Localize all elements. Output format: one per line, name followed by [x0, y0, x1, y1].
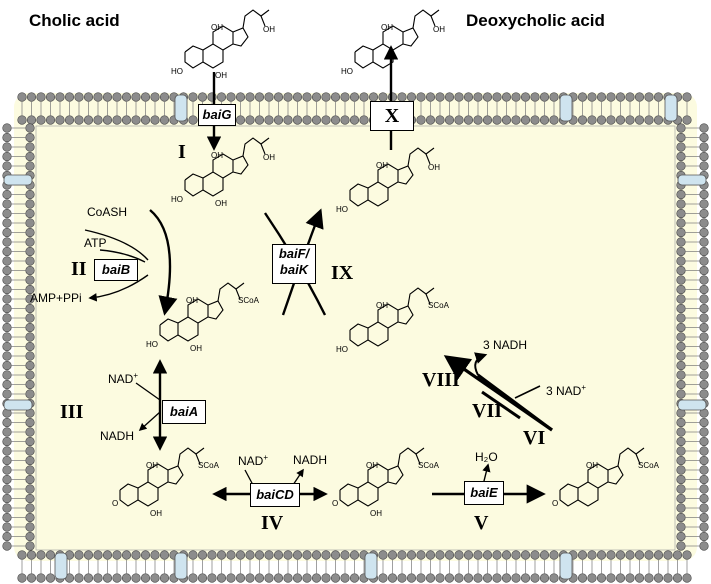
- step-vii-label: VII: [472, 400, 503, 422]
- three-nadh-label: 3 NADH: [483, 338, 528, 352]
- ii-scoa-label: SCoA: [238, 296, 260, 305]
- baiB-box: baiB: [94, 259, 138, 281]
- v-keto: O: [552, 499, 558, 508]
- iii-oh7: OH: [150, 509, 162, 518]
- step-iii-label: III: [60, 401, 84, 423]
- nad-cd-sup: +: [263, 453, 269, 462]
- h2o-label: H₂O: [475, 450, 498, 464]
- in-dca-oh12: OH: [376, 161, 388, 170]
- cell-membrane: [2, 92, 709, 583]
- amp-ppi-label: AMP+PPi: [30, 291, 82, 305]
- nadh-a-line: [138, 411, 161, 432]
- v-scoa-label: SCoA: [638, 461, 660, 470]
- step-ii-arrow: [149, 209, 178, 316]
- i-oh7: OH: [215, 199, 227, 208]
- iii-scoa-label: SCoA: [198, 461, 220, 470]
- nadh-cd-line: [292, 468, 304, 486]
- nad-a-label: NAD+: [108, 371, 138, 386]
- dca-scoa-label: SCoA: [428, 301, 450, 310]
- ii-oh7: OH: [190, 344, 202, 353]
- x-transporter-box: X: [370, 101, 414, 131]
- ii-ho3: HO: [146, 340, 158, 349]
- nadh-cd-label: NADH: [293, 453, 328, 467]
- step-ix-label: IX: [331, 262, 354, 284]
- dca-cooh-label: OH: [433, 25, 445, 34]
- nad-a-line: [135, 382, 161, 401]
- baiE-box: baiE: [464, 481, 504, 505]
- dcacoa-oh12: OH: [376, 301, 388, 310]
- dcacoa-ho3: HO: [336, 345, 348, 354]
- iv-oh12: OH: [366, 461, 378, 470]
- nadh-a-label: NADH: [100, 429, 135, 443]
- i-oh12: OH: [211, 151, 223, 160]
- nad-a-text: NAD: [108, 372, 134, 386]
- coash-label: CoASH: [87, 205, 128, 219]
- baiA-box: baiA: [162, 400, 206, 424]
- three-nad-label: 3 NAD+: [546, 383, 586, 398]
- step-i-label: I: [178, 141, 186, 163]
- i-cooh-label: OH: [263, 153, 275, 162]
- reaction-arrows: [84, 45, 553, 504]
- baiG-box: baiG: [198, 104, 236, 126]
- cholic-ho3: HO: [171, 67, 183, 76]
- i-ho3: HO: [171, 195, 183, 204]
- iv-keto: O: [332, 499, 338, 508]
- iii-oh12: OH: [146, 461, 158, 470]
- iii-keto: O: [112, 499, 118, 508]
- step-vi-line: [477, 373, 553, 432]
- step-viii-label: VIII: [422, 369, 460, 391]
- step-vii-segment: [481, 390, 521, 420]
- step-vi-label: VI: [523, 427, 546, 449]
- iv-scoa-label: SCoA: [418, 461, 440, 470]
- nad-cd-label: NAD+: [238, 453, 268, 468]
- nad-cd-text: NAD: [238, 454, 264, 468]
- cholic-oh7: OH: [215, 71, 227, 80]
- cholic-oh12: OH: [211, 23, 223, 32]
- three-nad-sup: +: [581, 383, 587, 392]
- v-oh12: OH: [586, 461, 598, 470]
- baiF-label: baiF/: [278, 246, 310, 261]
- three-nad-text: 3 NAD: [546, 384, 582, 398]
- ampppi-arrow: [88, 274, 149, 302]
- dca-ho3: HO: [341, 67, 353, 76]
- nad-three-arrow: [514, 385, 541, 399]
- iv-oh7: OH: [370, 509, 382, 518]
- in-dca-ho3: HO: [336, 205, 348, 214]
- cholic-acid-label: Cholic acid: [29, 11, 120, 30]
- step-iv-label: IV: [261, 512, 284, 534]
- atp-arrow: [99, 249, 146, 263]
- in-dca-cooh: OH: [428, 163, 440, 172]
- dca-oh12: OH: [381, 23, 393, 32]
- atp-label: ATP: [84, 236, 107, 250]
- step-ii-label: II: [71, 258, 87, 280]
- nad-a-sup: +: [133, 371, 139, 380]
- baiCD-box: baiCD: [250, 483, 300, 507]
- nad-cd-line: [244, 469, 254, 486]
- coash-arrow: [84, 229, 149, 261]
- baiF-baiK-box: baiF/ baiK: [272, 244, 316, 284]
- cholic-cooh-label: OH: [263, 25, 275, 34]
- nadh-three-arrow: [473, 352, 488, 376]
- ii-oh12: OH: [186, 296, 198, 305]
- baiK-label: baiK: [279, 262, 309, 277]
- deoxycholic-acid-label: Deoxycholic acid: [466, 11, 605, 30]
- step-v-label: V: [474, 512, 489, 534]
